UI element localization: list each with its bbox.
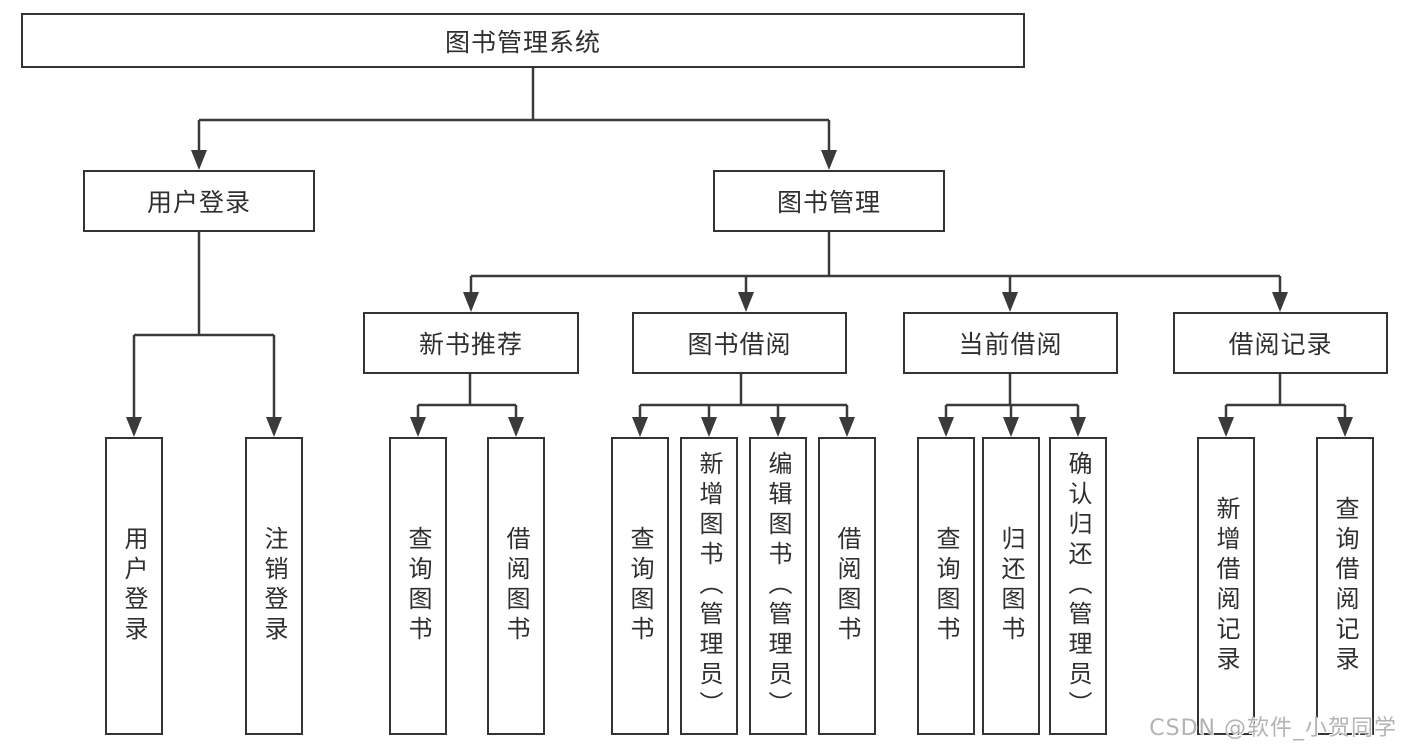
arrowhead: [701, 417, 717, 437]
leaf-return-books: 归还图书: [982, 437, 1040, 735]
leaf-label: 查询图书: [404, 526, 432, 646]
arrowhead: [632, 417, 648, 437]
arrowhead: [508, 417, 524, 437]
arrowhead: [410, 417, 426, 437]
node-book-borrow: 图书借阅: [632, 312, 847, 374]
leaf-query-borrow-record: 查询借阅记录: [1316, 437, 1374, 735]
leaf-label: 注销登录: [260, 526, 288, 646]
connector-new-book-to-leaves: [410, 374, 524, 437]
arrowhead: [1337, 417, 1353, 437]
leaf-label: 新增图书（管理员）: [695, 451, 723, 721]
csdn-watermark: CSDN @软件_小贺同学: [1149, 716, 1397, 741]
connector-root-to-level2: [191, 68, 837, 170]
leaf-label: 用户登录: [120, 526, 148, 646]
arrowhead: [738, 292, 754, 312]
leaf-label: 查询图书: [932, 526, 960, 646]
arrowhead: [1003, 417, 1019, 437]
leaf-add-books-admin: 新增图书（管理员）: [680, 437, 738, 735]
arrowhead: [1070, 417, 1086, 437]
connector-user-login-to-leaves: [126, 232, 282, 437]
connector-book-management-to-level3: [463, 232, 1288, 312]
arrowhead: [126, 417, 142, 437]
arrowhead: [1272, 292, 1288, 312]
node-root-system: 图书管理系统: [21, 13, 1025, 68]
node-borrow-records: 借阅记录: [1173, 312, 1388, 374]
connector-borrow-records-to-leaves: [1218, 374, 1353, 437]
arrowhead: [463, 292, 479, 312]
leaf-edit-books-admin: 编辑图书（管理员）: [749, 437, 807, 735]
leaf-borrow-books: 借阅图书: [818, 437, 876, 735]
leaf-label: 归还图书: [997, 526, 1025, 646]
leaf-query-books-recommend: 查询图书: [389, 437, 447, 735]
leaf-query-books-current: 查询图书: [917, 437, 975, 735]
leaf-query-books-borrow: 查询图书: [611, 437, 669, 735]
leaf-add-borrow-record: 新增借阅记录: [1197, 437, 1255, 735]
leaf-label: 确认归还（管理员）: [1064, 451, 1092, 721]
node-book-management: 图书管理: [713, 170, 945, 232]
arrowhead: [839, 417, 855, 437]
connector-book-borrow-to-leaves: [632, 374, 855, 437]
leaf-label: 新增借阅记录: [1212, 496, 1240, 676]
connector-current-borrow-to-leaves: [938, 374, 1086, 437]
leaf-label: 借阅图书: [833, 526, 861, 646]
leaf-borrow-books-recommend: 借阅图书: [487, 437, 545, 735]
leaf-label: 编辑图书（管理员）: [764, 451, 792, 721]
node-current-borrow: 当前借阅: [903, 312, 1118, 374]
arrowhead: [770, 417, 786, 437]
leaf-user-login: 用户登录: [105, 437, 163, 735]
leaf-logout: 注销登录: [245, 437, 303, 735]
node-new-book-recommend: 新书推荐: [363, 312, 579, 374]
node-user-login: 用户登录: [83, 170, 315, 232]
leaf-confirm-return-admin: 确认归还（管理员）: [1049, 437, 1107, 735]
leaf-label: 查询借阅记录: [1331, 496, 1359, 676]
arrowhead: [938, 417, 954, 437]
arrowhead: [821, 150, 837, 170]
arrowhead: [266, 417, 282, 437]
leaf-label: 借阅图书: [502, 526, 530, 646]
arrowhead: [1218, 417, 1234, 437]
leaf-label: 查询图书: [626, 526, 654, 646]
arrowhead: [1002, 292, 1018, 312]
arrowhead: [191, 150, 207, 170]
